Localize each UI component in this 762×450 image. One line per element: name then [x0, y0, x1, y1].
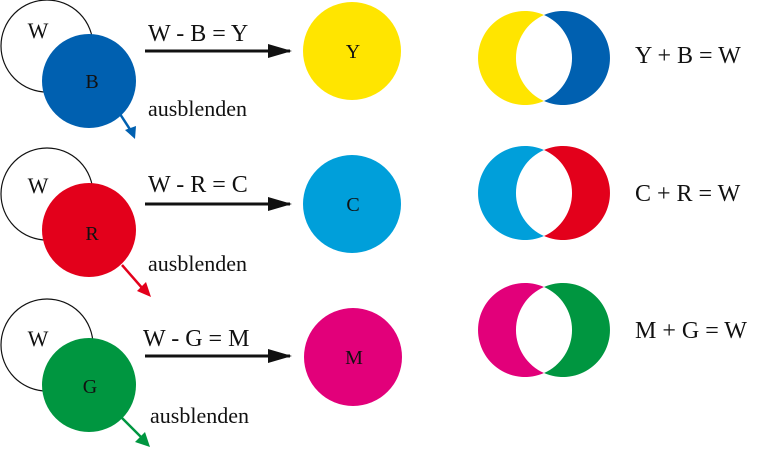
pair-left-crescent [478, 146, 544, 240]
fade-out-arrow [121, 264, 144, 290]
addition-equation: C + R = W [635, 181, 741, 207]
pair-left-crescent [478, 10, 544, 106]
complementary-pair [478, 10, 610, 106]
pair-right-crescent [544, 283, 610, 377]
result-color-circle [304, 308, 402, 406]
subtraction-equation: W - R = C [148, 172, 248, 198]
result-color-circle [303, 155, 401, 253]
complementary-pair [478, 146, 610, 240]
removed-color-circle [42, 183, 136, 277]
row-red: W R ausblenden W - R = C C C + R = W [0, 146, 741, 297]
removed-color-label: R [85, 223, 99, 245]
white-label: W [28, 18, 49, 43]
removed-color-circle [42, 34, 136, 128]
fade-out-arrow [121, 417, 142, 438]
subtraction-equation: W - B = Y [148, 21, 248, 47]
result-arrowhead [268, 197, 292, 211]
white-label: W [28, 326, 49, 351]
fade-out-label: ausblenden [150, 403, 249, 428]
result-arrowhead [268, 44, 292, 58]
complementary-pair [478, 283, 610, 377]
result-arrowhead [268, 349, 292, 363]
removed-color-label: B [85, 71, 98, 93]
addition-equation: Y + B = W [635, 43, 741, 69]
fade-out-arrowhead [125, 126, 136, 139]
white-label: W [28, 173, 49, 198]
row-blue: W B ausblenden W - B = Y Y Y + B = W [0, 0, 741, 139]
result-color-label: M [345, 347, 363, 369]
result-color-circle [303, 2, 401, 100]
result-color-label: Y [346, 41, 360, 63]
fade-out-label: ausblenden [148, 96, 247, 121]
removed-color-label: G [83, 376, 97, 398]
addition-equation: M + G = W [635, 318, 747, 344]
subtraction-equation: W - G = M [143, 326, 249, 352]
pair-left-crescent [478, 283, 544, 377]
removed-color-circle [42, 338, 136, 432]
fade-out-arrowhead [137, 282, 151, 297]
row-green: W G ausblenden W - G = M M M + G = W [0, 283, 747, 447]
fade-out-arrowhead [135, 432, 150, 447]
result-color-label: C [346, 194, 359, 216]
pair-right-crescent [544, 146, 610, 240]
pair-right-crescent [544, 11, 610, 105]
fade-out-label: ausblenden [148, 251, 247, 276]
